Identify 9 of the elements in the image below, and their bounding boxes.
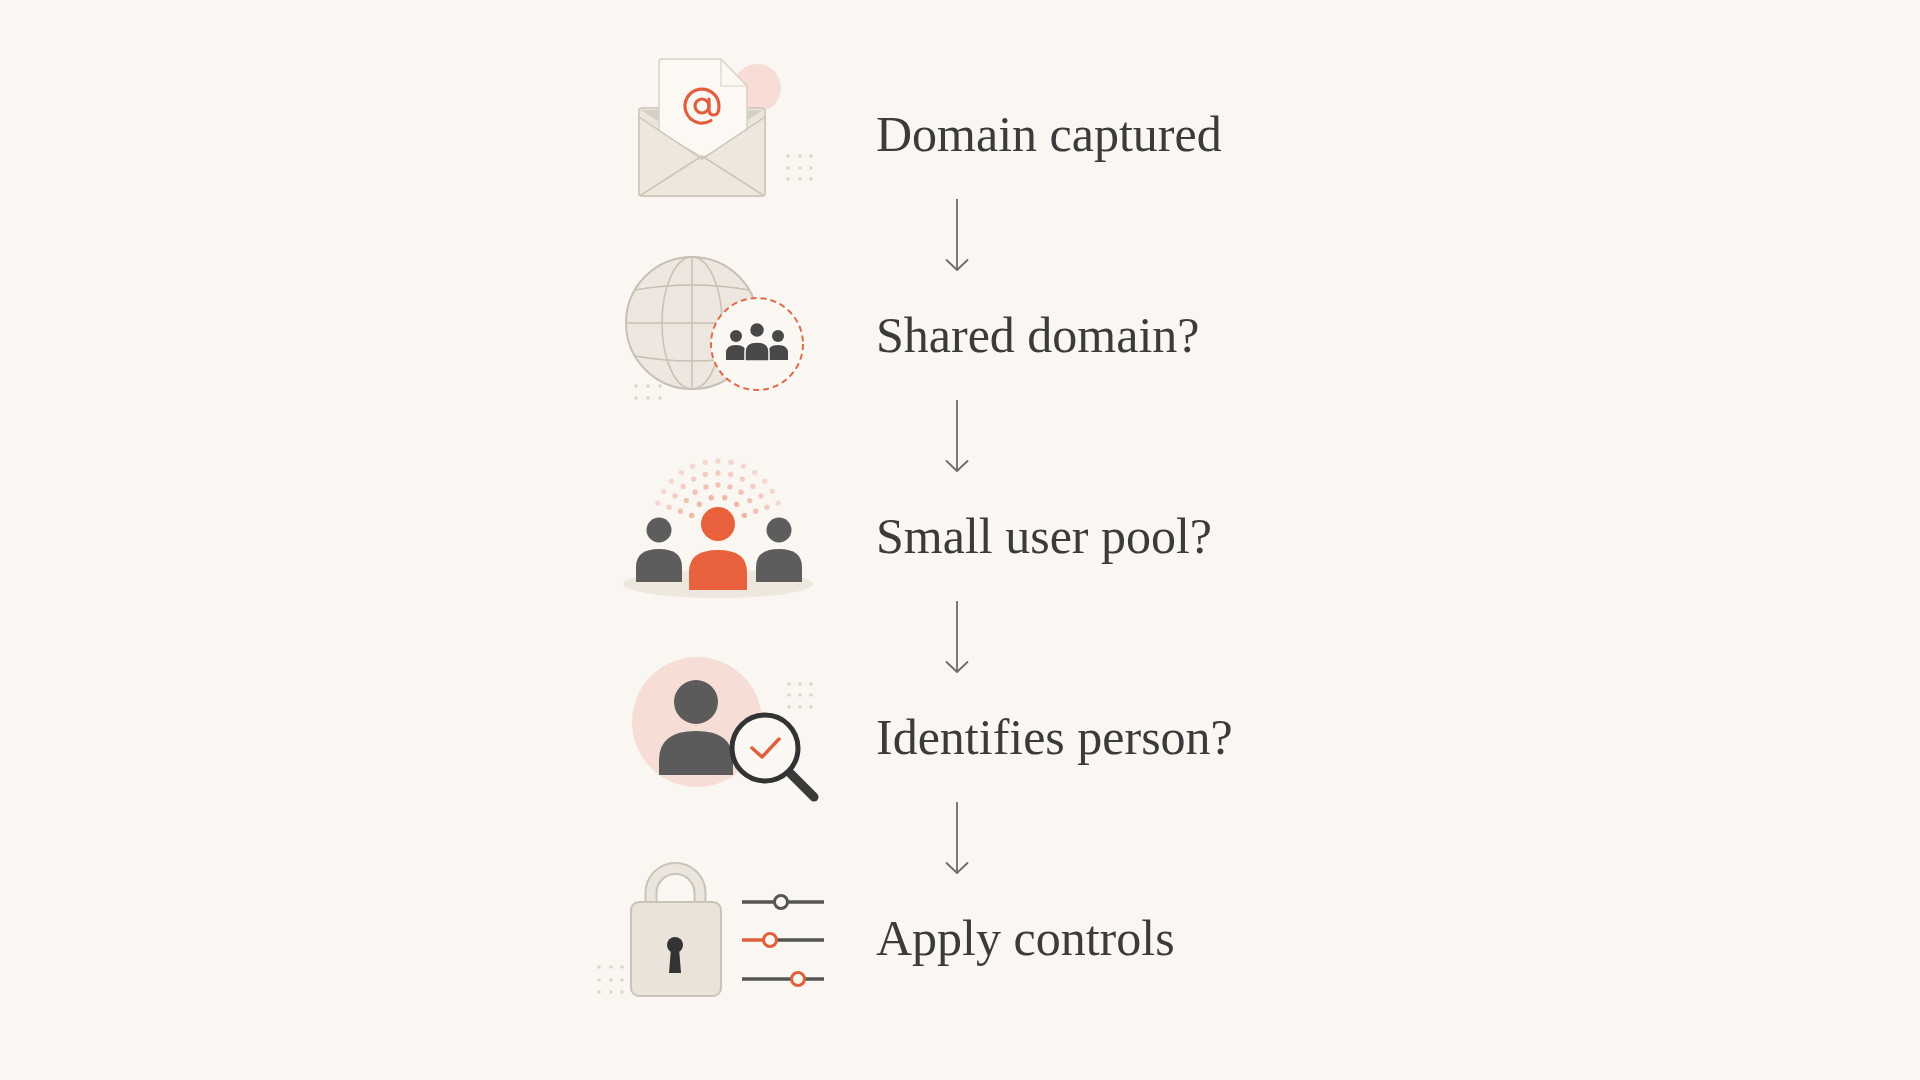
step-label: Shared domain? xyxy=(876,305,1200,365)
step-label: Apply controls xyxy=(876,908,1175,968)
step-label: Small user pool? xyxy=(876,506,1213,566)
arrow xyxy=(945,801,969,874)
arrow xyxy=(945,600,969,673)
arrow xyxy=(945,198,969,271)
arrow xyxy=(945,399,969,472)
step-label: Domain captured xyxy=(876,104,1222,164)
step-label: Identifies person? xyxy=(876,707,1233,767)
